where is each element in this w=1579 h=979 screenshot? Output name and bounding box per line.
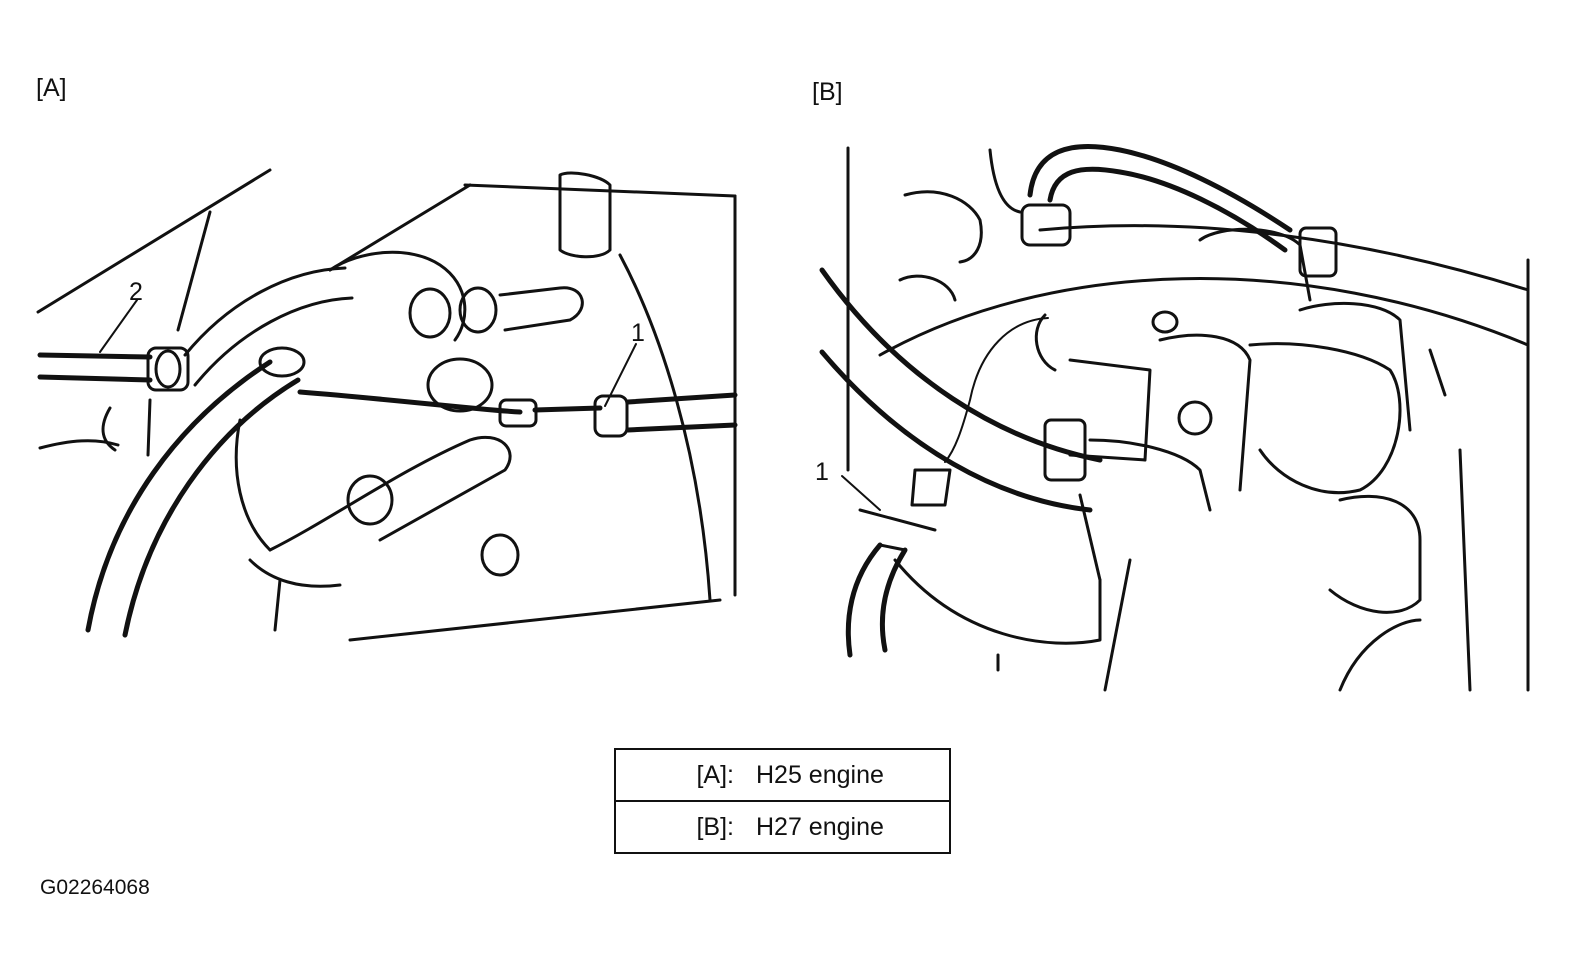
panel-a-callout-1: 1 xyxy=(631,319,645,347)
panel-a-leader-2 xyxy=(99,299,138,353)
panel-a-drawing xyxy=(36,168,738,642)
panel-b-label: [B] xyxy=(812,78,843,106)
panel-a-label: [A] xyxy=(36,74,67,102)
legend-key-a: [A]: xyxy=(696,760,734,789)
panel-b-drawing xyxy=(819,143,1530,692)
panel-a-callout-2: 2 xyxy=(129,278,143,306)
engine-legend: [A]: H25 engine [B]: H27 engine xyxy=(614,748,951,854)
legend-row-b: [B]: H27 engine xyxy=(616,800,949,852)
figure-id: G02264068 xyxy=(40,876,150,899)
panel-b-callout-1: 1 xyxy=(815,458,829,486)
legend-value-b: H27 engine xyxy=(756,812,884,841)
legend-row-a: [A]: H25 engine xyxy=(616,750,949,800)
legend-value-a: H25 engine xyxy=(756,760,884,789)
panel-b-leader-1 xyxy=(841,475,881,511)
legend-key-b: [B]: xyxy=(696,812,734,841)
